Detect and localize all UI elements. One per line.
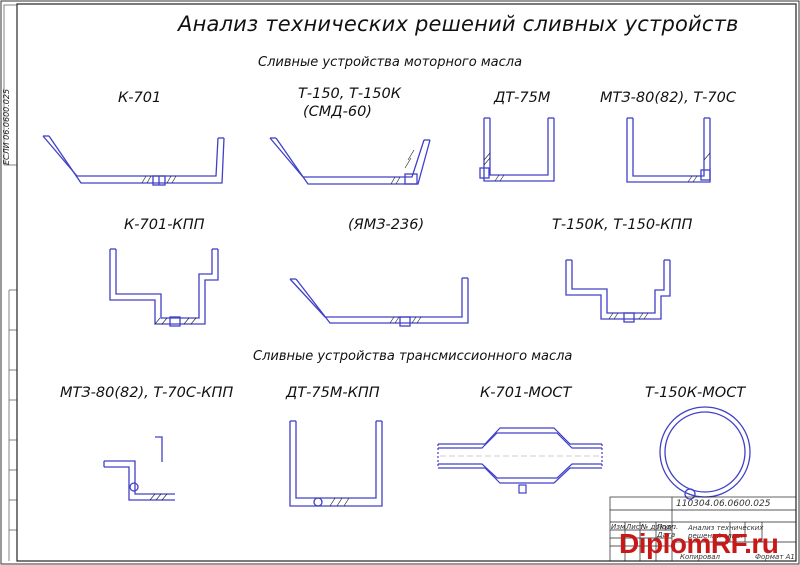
tb-col-izm: Изм [611,523,626,531]
frame-code-stamp: ЕСЛИ 06.0600.025 [2,5,16,165]
label-t150-line1: Т-150, Т-150К [298,86,402,102]
tb-format: Формат А1 [755,553,795,561]
label-k701: К-701 [118,90,162,106]
drain-mtz80 [626,117,711,183]
tb-copied: Копировал [680,553,720,561]
drain-k701-most [437,427,603,494]
page-title: Анализ технических решений сливных устро… [178,12,739,36]
drain-t150k-kpp [565,259,671,323]
label-t150-line2: (СМД-60) [303,104,372,120]
watermark-logo: DiplomRF.ru [619,528,779,559]
title-block-name-1: Анализ технических [688,524,764,532]
drain-k701 [42,135,225,186]
label-mtz80: МТЗ-80(82), Т-70С [600,90,736,106]
title-block-code: 110304.06.0600.025 [676,499,771,509]
label-dt75m-kpp: ДТ-75М-КПП [286,385,380,401]
drawing-frame [16,3,797,562]
tb-col-doc: № докум. [641,523,676,531]
label-yamz236: (ЯМЗ-236) [348,217,425,233]
tb-col-list: Лист [626,523,644,531]
label-t150k-most: Т-150К-МОСТ [645,385,746,401]
drain-k701-kpp [109,248,219,327]
section-transmission-oil: Сливные устройства трансмиссионного масл… [253,349,573,364]
title-block-name-2: решений слив. [688,532,743,540]
section-motor-oil: Сливные устройства моторного масла [258,55,523,70]
left-binding-strip [3,4,18,561]
label-k701-most: К-701-МОСТ [480,385,572,401]
drain-yamz236 [289,277,469,327]
label-t150k-kpp: Т-150К, Т-150-КПП [552,217,693,233]
drain-t150 [269,137,431,185]
drain-t150k-most [659,406,751,500]
tb-col-sign: Подп. [657,523,679,531]
drain-dt75m [479,117,555,182]
label-k701-kpp: К-701-КПП [124,217,205,233]
drain-dt75m-kpp [289,420,383,507]
title-block [609,496,797,562]
drain-mtz80-kpp [103,436,175,501]
label-mtz80-kpp: МТЗ-80(82), Т-70С-КПП [60,385,234,401]
label-dt75m: ДТ-75М [494,90,551,106]
tb-col-date: Дата [657,531,676,539]
frame-code-text: ЕСЛИ 06.0600.025 [2,88,11,165]
